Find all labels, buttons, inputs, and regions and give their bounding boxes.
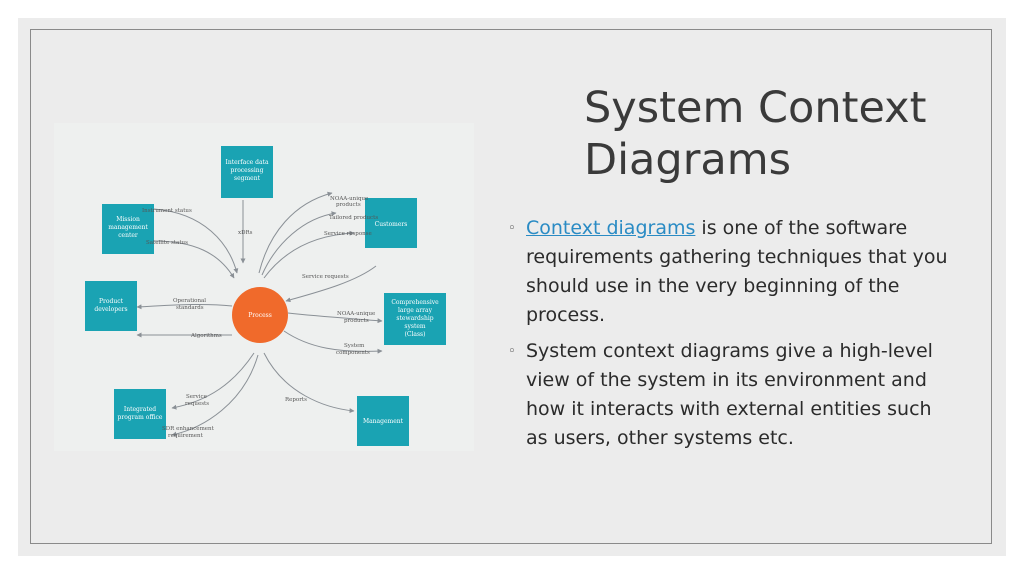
bullet-2-text: System context diagrams give a high-leve…: [526, 340, 933, 449]
svg-text:Product: Product: [99, 298, 124, 305]
entity-management: Management: [357, 396, 409, 446]
slide-title: System Context Diagrams: [584, 82, 964, 186]
svg-text:stewardship: stewardship: [396, 315, 433, 322]
label-operational-standards-a: Operational: [173, 298, 206, 304]
svg-text:large array: large array: [398, 307, 433, 314]
context-diagrams-link[interactable]: Context diagrams: [526, 217, 696, 239]
svg-text:Integrated: Integrated: [124, 406, 156, 413]
label-instrument-status: Instrument status: [142, 208, 192, 214]
flow-arrows: [136, 191, 383, 437]
entity-product-developers: Product developers: [85, 281, 137, 331]
context-diagram-svg: Interface data processing segment Missio…: [85, 146, 446, 446]
label-sdr-enhancement-b: requirement: [168, 433, 204, 439]
svg-text:developers: developers: [94, 306, 127, 313]
arrow-service-requests-1: [285, 265, 377, 303]
arrow-operational-standards: [136, 303, 233, 310]
label-satellite-status: Satellite status: [146, 240, 188, 246]
arrow-tailored-products: [261, 211, 337, 276]
label-noaa-products-2b: products: [344, 318, 369, 324]
entity-mission-management: Mission management center: [102, 204, 154, 254]
arrow-noaa-products-2: [287, 312, 383, 324]
svg-text:management: management: [108, 224, 148, 231]
svg-text:center: center: [118, 232, 138, 239]
arrow-service-response: [263, 230, 355, 279]
label-service-requests-1: Service requests: [302, 274, 349, 280]
label-service-requests-2b: requests: [185, 401, 209, 407]
svg-text:system: system: [404, 323, 426, 330]
label-operational-standards-b: standards: [176, 305, 204, 311]
title-line-2: Diagrams: [584, 135, 792, 185]
slide-frame: [30, 29, 992, 544]
entity-integrated-program-office: Integrated program office: [114, 389, 166, 439]
svg-text:segment: segment: [234, 175, 261, 182]
title-line-1: System Context: [584, 83, 927, 133]
arrow-reports: [263, 352, 355, 414]
label-xdrs: xDRs: [238, 230, 253, 236]
bullet-marker: ◦: [508, 221, 516, 236]
entity-class-system: Comprehensive large array stewardship sy…: [384, 293, 446, 345]
svg-text:Interface data: Interface data: [225, 159, 269, 166]
label-service-response: Service response: [324, 231, 372, 237]
bullet-item-2: ◦ System context diagrams give a high-le…: [508, 337, 958, 453]
label-system-components-b: components: [336, 350, 370, 356]
arrow-noaa-products-1: [258, 191, 333, 274]
svg-text:Process: Process: [248, 312, 272, 319]
svg-text:processing: processing: [230, 167, 263, 174]
bullet-item-1: ◦ Context diagrams is one of the softwar…: [508, 214, 958, 330]
label-sdr-enhancement-a: SDR enhancement: [162, 426, 215, 432]
arrow-satellite-status: [153, 240, 235, 279]
label-tailored-products: Tailored products: [329, 215, 378, 221]
label-reports: Reports: [285, 397, 307, 403]
bullet-list: ◦ Context diagrams is one of the softwar…: [508, 214, 958, 460]
label-noaa-products-1a: NOAA-unique: [330, 196, 368, 202]
label-service-requests-2a: Service: [186, 394, 207, 400]
process-node: Process: [232, 287, 288, 343]
bullet-marker: ◦: [508, 344, 516, 359]
flow-labels: xDRs Instrument status Satellite status …: [142, 196, 378, 439]
arrow-system-components: [283, 330, 383, 354]
entity-interface-data: Interface data processing segment: [221, 146, 273, 198]
svg-text:Mission: Mission: [116, 216, 140, 223]
svg-text:Comprehensive: Comprehensive: [391, 299, 439, 306]
svg-text:(Class): (Class): [405, 331, 426, 338]
entity-customers: Customers: [365, 198, 417, 248]
label-noaa-products-1b: products: [336, 202, 361, 208]
label-system-components-a: System: [344, 343, 365, 349]
context-diagram-image: Interface data processing segment Missio…: [54, 123, 474, 451]
bullet-1-text: is one of the software requirements gath…: [526, 217, 948, 326]
svg-text:Management: Management: [363, 418, 404, 425]
arrow-sdr-enhancement: [171, 354, 259, 437]
arrow-service-requests-2: [171, 352, 255, 410]
label-noaa-products-2a: NOAA-unique: [337, 311, 375, 317]
slide: System Context Diagrams ◦ Context diagra…: [18, 18, 1006, 556]
label-algorithms: Algorithms: [190, 333, 222, 339]
svg-text:Customers: Customers: [375, 221, 408, 228]
svg-text:program office: program office: [118, 414, 163, 421]
arrow-instrument-status: [153, 208, 239, 274]
